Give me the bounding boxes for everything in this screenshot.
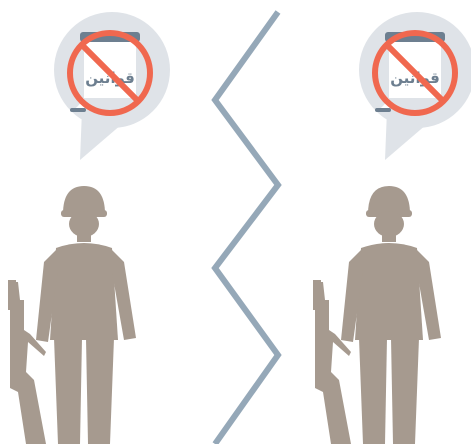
- zigzag-divider-icon: [215, 12, 278, 444]
- left-group: قوانين: [8, 12, 170, 444]
- right-soldier-with-rifle-icon: [313, 186, 441, 444]
- left-soldier-with-rifle-icon: [8, 186, 136, 444]
- right-group: قوانين: [313, 12, 471, 444]
